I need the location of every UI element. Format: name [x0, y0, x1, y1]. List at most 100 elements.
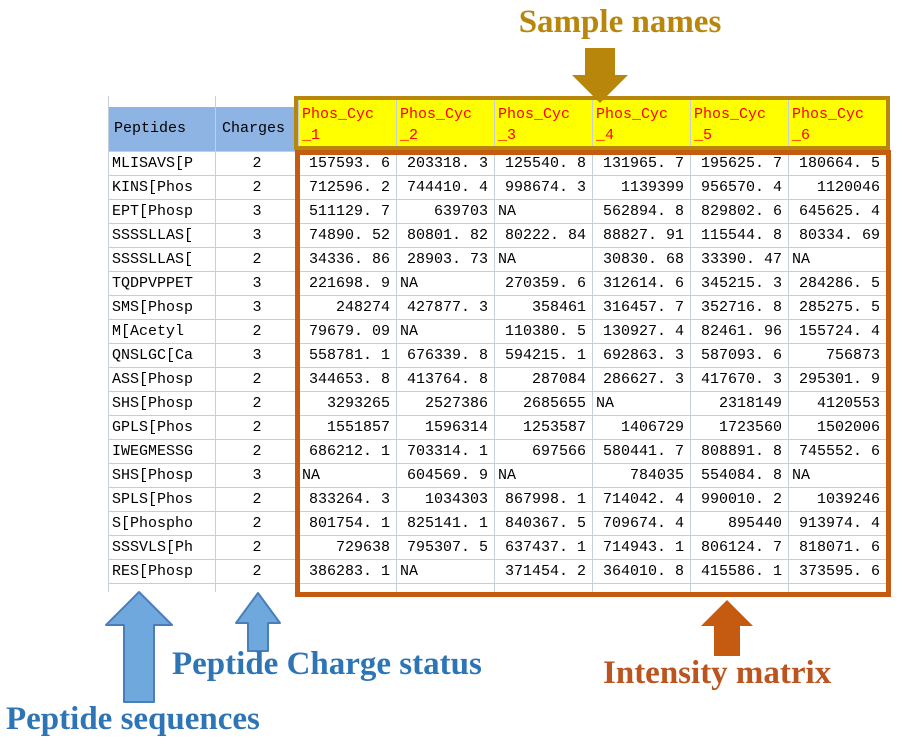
- charge-cell[interactable]: 3: [216, 224, 299, 248]
- value-cell[interactable]: 130927. 4: [593, 320, 691, 344]
- peptide-cell[interactable]: GPLS[Phos: [109, 416, 216, 440]
- sample-column-header-1[interactable]: Phos_Cyc _1: [299, 96, 397, 152]
- value-cell[interactable]: 115544. 8: [691, 224, 789, 248]
- value-cell[interactable]: 676339. 8: [397, 344, 495, 368]
- value-cell[interactable]: 1120046: [789, 176, 887, 200]
- value-cell[interactable]: 714943. 1: [593, 536, 691, 560]
- charge-cell[interactable]: 3: [216, 464, 299, 488]
- value-cell[interactable]: 637437. 1: [495, 536, 593, 560]
- value-cell[interactable]: NA: [495, 464, 593, 488]
- value-cell[interactable]: 709674. 4: [593, 512, 691, 536]
- value-cell[interactable]: 3293265: [299, 392, 397, 416]
- value-cell[interactable]: 645625. 4: [789, 200, 887, 224]
- value-cell[interactable]: NA: [299, 464, 397, 488]
- peptide-cell[interactable]: IWEGMESSG: [109, 440, 216, 464]
- peptide-cell[interactable]: SSSVLS[Ph: [109, 536, 216, 560]
- charge-cell[interactable]: 2: [216, 488, 299, 512]
- value-cell[interactable]: 413764. 8: [397, 368, 495, 392]
- value-cell[interactable]: 692863. 3: [593, 344, 691, 368]
- value-cell[interactable]: 312614. 6: [593, 272, 691, 296]
- value-cell[interactable]: 373595. 6: [789, 560, 887, 584]
- value-cell[interactable]: 287084: [495, 368, 593, 392]
- charge-cell[interactable]: 3: [216, 200, 299, 224]
- value-cell[interactable]: 195625. 7: [691, 152, 789, 176]
- value-cell[interactable]: 756873: [789, 344, 887, 368]
- value-cell[interactable]: 80801. 82: [397, 224, 495, 248]
- charge-cell[interactable]: 2: [216, 368, 299, 392]
- value-cell[interactable]: 990010. 2: [691, 488, 789, 512]
- value-cell[interactable]: 82461. 96: [691, 320, 789, 344]
- value-cell[interactable]: 30830. 68: [593, 248, 691, 272]
- charges-column-header[interactable]: Charges: [216, 96, 299, 152]
- peptide-cell[interactable]: S[Phospho: [109, 512, 216, 536]
- value-cell[interactable]: 829802. 6: [691, 200, 789, 224]
- peptide-cell[interactable]: SPLS[Phos: [109, 488, 216, 512]
- value-cell[interactable]: 745552. 6: [789, 440, 887, 464]
- charge-cell[interactable]: 2: [216, 512, 299, 536]
- value-cell[interactable]: 604569. 9: [397, 464, 495, 488]
- value-cell[interactable]: 131965. 7: [593, 152, 691, 176]
- value-cell[interactable]: 417670. 3: [691, 368, 789, 392]
- value-cell[interactable]: 203318. 3: [397, 152, 495, 176]
- charge-cell[interactable]: 3: [216, 296, 299, 320]
- value-cell[interactable]: 895440: [691, 512, 789, 536]
- charge-cell[interactable]: 2: [216, 416, 299, 440]
- peptide-cell[interactable]: MLISAVS[P: [109, 152, 216, 176]
- value-cell[interactable]: 386283. 1: [299, 560, 397, 584]
- value-cell[interactable]: 712596. 2: [299, 176, 397, 200]
- value-cell[interactable]: 28903. 73: [397, 248, 495, 272]
- charge-cell[interactable]: 3: [216, 344, 299, 368]
- value-cell[interactable]: 1139399: [593, 176, 691, 200]
- value-cell[interactable]: 34336. 86: [299, 248, 397, 272]
- value-cell[interactable]: 415586. 1: [691, 560, 789, 584]
- charge-cell[interactable]: 2: [216, 392, 299, 416]
- value-cell[interactable]: 1502006: [789, 416, 887, 440]
- charge-cell[interactable]: 3: [216, 272, 299, 296]
- value-cell[interactable]: NA: [495, 248, 593, 272]
- sample-column-header-4[interactable]: Phos_Cyc _4: [593, 96, 691, 152]
- value-cell[interactable]: 594215. 1: [495, 344, 593, 368]
- charge-cell[interactable]: 2: [216, 248, 299, 272]
- value-cell[interactable]: 703314. 1: [397, 440, 495, 464]
- value-cell[interactable]: NA: [397, 320, 495, 344]
- peptide-cell[interactable]: SSSSLLAS[: [109, 224, 216, 248]
- value-cell[interactable]: 80222. 84: [495, 224, 593, 248]
- value-cell[interactable]: 427877. 3: [397, 296, 495, 320]
- value-cell[interactable]: 221698. 9: [299, 272, 397, 296]
- value-cell[interactable]: 352716. 8: [691, 296, 789, 320]
- sample-column-header-5[interactable]: Phos_Cyc _5: [691, 96, 789, 152]
- peptide-cell[interactable]: RES[Phosp: [109, 560, 216, 584]
- sample-column-header-3[interactable]: Phos_Cyc _3: [495, 96, 593, 152]
- peptide-cell[interactable]: SSSSLLAS[: [109, 248, 216, 272]
- peptides-column-header[interactable]: Peptides: [109, 96, 216, 152]
- value-cell[interactable]: 248274: [299, 296, 397, 320]
- peptide-cell[interactable]: EPT[Phosp: [109, 200, 216, 224]
- value-cell[interactable]: 79679. 09: [299, 320, 397, 344]
- value-cell[interactable]: 88827. 91: [593, 224, 691, 248]
- value-cell[interactable]: 295301. 9: [789, 368, 887, 392]
- value-cell[interactable]: 1723560: [691, 416, 789, 440]
- value-cell[interactable]: 80334. 69: [789, 224, 887, 248]
- value-cell[interactable]: 270359. 6: [495, 272, 593, 296]
- value-cell[interactable]: 285275. 5: [789, 296, 887, 320]
- sample-column-header-6[interactable]: Phos_Cyc _6: [789, 96, 887, 152]
- value-cell[interactable]: NA: [789, 248, 887, 272]
- value-cell[interactable]: 825141. 1: [397, 512, 495, 536]
- value-cell[interactable]: 558781. 1: [299, 344, 397, 368]
- value-cell[interactable]: 4120553: [789, 392, 887, 416]
- value-cell[interactable]: 284286. 5: [789, 272, 887, 296]
- value-cell[interactable]: 33390. 47: [691, 248, 789, 272]
- value-cell[interactable]: 956570. 4: [691, 176, 789, 200]
- value-cell[interactable]: 1039246: [789, 488, 887, 512]
- value-cell[interactable]: 913974. 4: [789, 512, 887, 536]
- value-cell[interactable]: 74890. 52: [299, 224, 397, 248]
- value-cell[interactable]: 697566: [495, 440, 593, 464]
- value-cell[interactable]: 833264. 3: [299, 488, 397, 512]
- value-cell[interactable]: 554084. 8: [691, 464, 789, 488]
- charge-cell[interactable]: 2: [216, 536, 299, 560]
- value-cell[interactable]: 155724. 4: [789, 320, 887, 344]
- peptide-cell[interactable]: QNSLGC[Ca: [109, 344, 216, 368]
- value-cell[interactable]: 358461: [495, 296, 593, 320]
- value-cell[interactable]: NA: [789, 464, 887, 488]
- sample-column-header-2[interactable]: Phos_Cyc _2: [397, 96, 495, 152]
